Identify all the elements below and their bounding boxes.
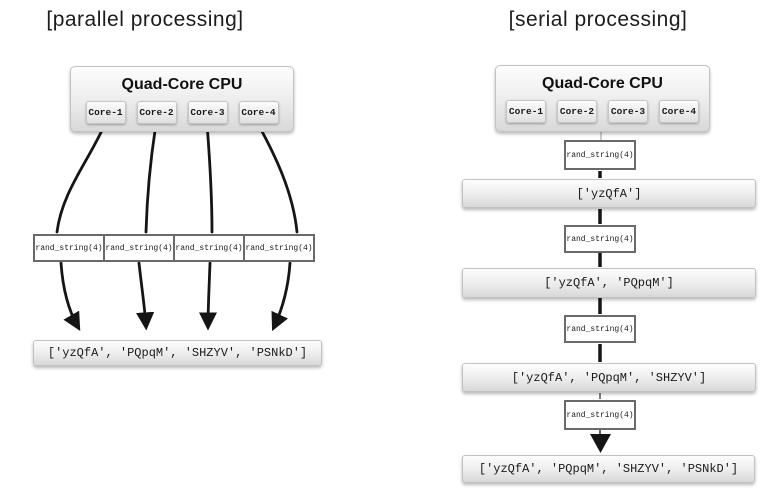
parallel-task-2: rand_string(4) [103, 234, 175, 262]
serial-cpu-box: Quad-Core CPU Core-1 Core-2 Core-3 Core-… [495, 65, 710, 132]
parallel-core-1: Core-1 [85, 101, 126, 124]
parallel-task-4: rand_string(4) [243, 234, 315, 262]
arrow-core2-to-task2 [144, 122, 158, 234]
parallel-cpu-box: Quad-Core CPU Core-1 Core-2 Core-3 Core-… [70, 66, 294, 132]
parallel-core-3: Core-3 [187, 101, 228, 124]
serial-core-1: Core-1 [506, 100, 546, 123]
serial-task-4: rand_string(4) [564, 400, 636, 430]
serial-core-2: Core-2 [557, 100, 597, 123]
arrow-task3-to-result [198, 261, 218, 331]
serial-title: [serial processing] [508, 8, 688, 31]
arrow-task1-to-result [59, 261, 81, 331]
arrow-core1-to-task1 [55, 122, 107, 234]
parallel-task-3: rand_string(4) [173, 234, 245, 262]
parallel-task-1: rand_string(4) [33, 234, 105, 262]
arrow-core3-to-task3 [205, 122, 214, 234]
parallel-core-2: Core-2 [136, 101, 177, 124]
parallel-cores-row: Core-1 Core-2 Core-3 Core-4 [71, 101, 293, 124]
serial-result-4: ['yzQfA', 'PQpqM', 'SHZYV', 'PSNkD'] [462, 455, 755, 483]
parallel-result-box: ['yzQfA', 'PQpqM', 'SHZYV', 'PSNkD'] [33, 340, 322, 366]
parallel-cpu-label: Quad-Core CPU [121, 76, 243, 93]
parallel-core-4: Core-4 [238, 101, 279, 124]
serial-task-2: rand_string(4) [564, 225, 636, 253]
arrow-task2-to-result [136, 261, 155, 331]
arrowhead-step4-to-result [590, 434, 611, 453]
serial-core-3: Core-3 [608, 100, 648, 123]
serial-result-1: ['yzQfA'] [462, 179, 756, 208]
parallel-task-row: rand_string(4) rand_string(4) rand_strin… [33, 234, 315, 262]
serial-task-3: rand_string(4) [564, 315, 636, 343]
arrow-task4-to-result [271, 261, 292, 332]
arrow-core4-to-task4 [256, 122, 299, 234]
serial-result-3: ['yzQfA', 'PQpqM', 'SHZYV'] [462, 363, 756, 392]
serial-cpu-label: Quad-Core CPU [542, 75, 663, 92]
parallel-title: [parallel processing] [46, 8, 244, 31]
serial-result-2: ['yzQfA', 'PQpqM'] [462, 268, 756, 298]
serial-core-4: Core-4 [659, 100, 699, 123]
serial-task-1: rand_string(4) [564, 140, 636, 170]
serial-cores-row: Core-1 Core-2 Core-3 Core-4 [496, 100, 709, 123]
